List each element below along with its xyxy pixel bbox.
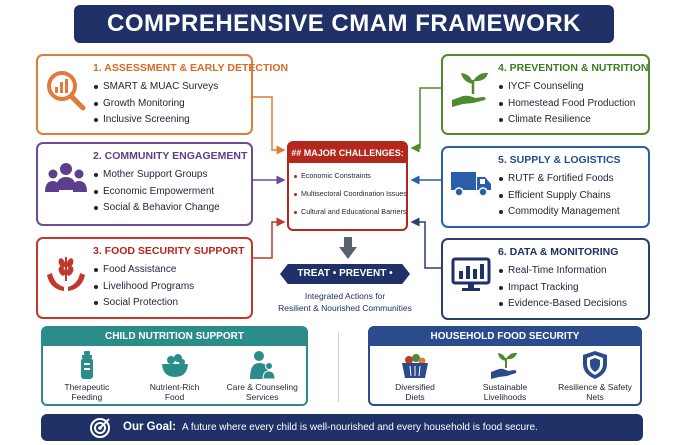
treat-prevent-empower-banner: TREAT • PREVENT • EMPOWER	[280, 264, 410, 284]
arrow-data	[410, 217, 441, 269]
list-item: Commodity Management	[498, 204, 644, 221]
mother-child-icon	[250, 351, 276, 380]
list-item: Food Assistance	[93, 262, 247, 279]
panel-item-label: Care & Counseling Services	[226, 382, 298, 402]
panel-divider	[338, 332, 339, 402]
list-item: Evidence-Based Decisions	[498, 296, 644, 313]
list-item: Efficient Supply Chains	[498, 188, 644, 205]
data-box: 6. DATA & MONITORING Real-Time Informati…	[441, 238, 650, 320]
challenges-heading: ## MAJOR CHALLENGES:	[289, 143, 406, 163]
list-item: Real-Time Information	[498, 263, 644, 280]
challenge-item: Multisectoral Coordination Issues	[294, 185, 407, 203]
list-item: IYCF Counseling	[498, 79, 644, 96]
community-heading: 2. COMMUNITY ENGAGEMENT	[93, 150, 248, 162]
hand-sprout-icon	[452, 72, 488, 107]
shield-icon	[583, 351, 607, 379]
panel-item: Diversified Diets	[370, 350, 460, 402]
food-security-box: 3. FOOD SECURITY SUPPORT Food Assistance…	[36, 237, 253, 319]
child-nutrition-panel: CHILD NUTRITION SUPPORT Therapeutic Feed…	[41, 326, 308, 406]
goal-statement: A future where every child is well-nouri…	[182, 422, 538, 433]
household-heading: HOUSEHOLD FOOD SECURITY	[370, 328, 640, 346]
panel-item-label: Resilience & Safety Nets	[558, 382, 632, 402]
prevention-heading: 4. PREVENTION & NUTRITION	[498, 62, 649, 74]
list-item: Impact Tracking	[498, 280, 644, 297]
panel-item: Care & Counseling Services	[218, 350, 306, 402]
food-security-heading: 3. FOOD SECURITY SUPPORT	[93, 245, 245, 257]
supply-box: 5. SUPPLY & LOGISTICS RUTF & Fortified F…	[441, 146, 650, 228]
magnifier-chart-icon	[47, 71, 86, 111]
vegetable-basket-icon	[402, 354, 428, 378]
data-heading: 6. DATA & MONITORING	[498, 246, 619, 258]
panel-item-label: Nutrient-Rich Food	[149, 382, 200, 402]
list-item: Economic Empowerment	[93, 184, 247, 201]
list-item: Climate Resilience	[498, 112, 644, 129]
list-item: Social Protection	[93, 295, 247, 312]
hands-grain-icon	[47, 257, 85, 291]
list-item: RUTF & Fortified Foods	[498, 171, 644, 188]
panel-item-label: Therapeutic Feeding	[64, 382, 110, 402]
list-item: Social & Behavior Change	[93, 200, 247, 217]
goal-banner: Our Goal: A future where every child is w…	[41, 414, 643, 441]
people-group-icon	[45, 163, 87, 192]
arrow-food-security	[253, 217, 286, 259]
goal-text: Our Goal: A future where every child is w…	[123, 414, 538, 441]
list-item: Livelihood Programs	[93, 279, 247, 296]
arrow-prevention	[410, 87, 441, 153]
goal-label: Our Goal:	[123, 421, 177, 433]
bottle-icon	[80, 351, 93, 379]
supply-heading: 5. SUPPLY & LOGISTICS	[498, 154, 621, 166]
panel-item: Sustainable Livelihoods	[460, 350, 550, 402]
panel-item-label: Diversified Diets	[395, 382, 435, 402]
assessment-heading: 1. ASSESSMENT & EARLY DETECTION	[93, 62, 289, 74]
panel-item: Nutrient-Rich Food	[131, 350, 219, 402]
truck-icon	[451, 172, 491, 197]
major-challenges-box: ## MAJOR CHALLENGES: Economic Constraint…	[287, 141, 408, 231]
monitor-chart-icon	[451, 257, 491, 291]
list-item: SMART & MUAC Surveys	[93, 79, 247, 96]
assessment-box: 1. ASSESSMENT & EARLY DETECTION SMART & …	[36, 54, 289, 135]
prevention-box: 4. PREVENTION & NUTRITION IYCF Counselin…	[441, 54, 650, 135]
list-item: Growth Monitoring	[93, 96, 247, 113]
target-icon	[90, 418, 110, 438]
arrow-assessment	[253, 96, 286, 155]
page-title: COMPREHENSIVE CMAM FRAMEWORK	[74, 5, 614, 43]
list-item: Inclusive Screening	[93, 112, 247, 129]
household-food-security-panel: HOUSEHOLD FOOD SECURITY Diversified Diet…	[368, 326, 642, 406]
hand-plant-icon	[491, 352, 517, 379]
food-bowl-icon	[161, 354, 188, 377]
down-arrow-icon	[339, 237, 357, 259]
child-nutrition-heading: CHILD NUTRITION SUPPORT	[43, 328, 306, 346]
challenge-item: Cultural and Educational Barriers	[294, 203, 406, 221]
panel-item: Resilience & Safety Nets	[550, 350, 640, 402]
panel-item-label: Sustainable Livelihoods	[482, 382, 528, 402]
integrated-caption: Integrated Actions for Resilient & Nouri…	[278, 291, 412, 313]
panel-item: Therapeutic Feeding	[43, 350, 131, 402]
challenge-item: Economic Constraints	[294, 167, 402, 185]
list-item: Mother Support Groups	[93, 167, 247, 184]
list-item: Homestead Food Production	[498, 96, 644, 113]
community-box: 2. COMMUNITY ENGAGEMENT Mother Support G…	[36, 142, 253, 226]
